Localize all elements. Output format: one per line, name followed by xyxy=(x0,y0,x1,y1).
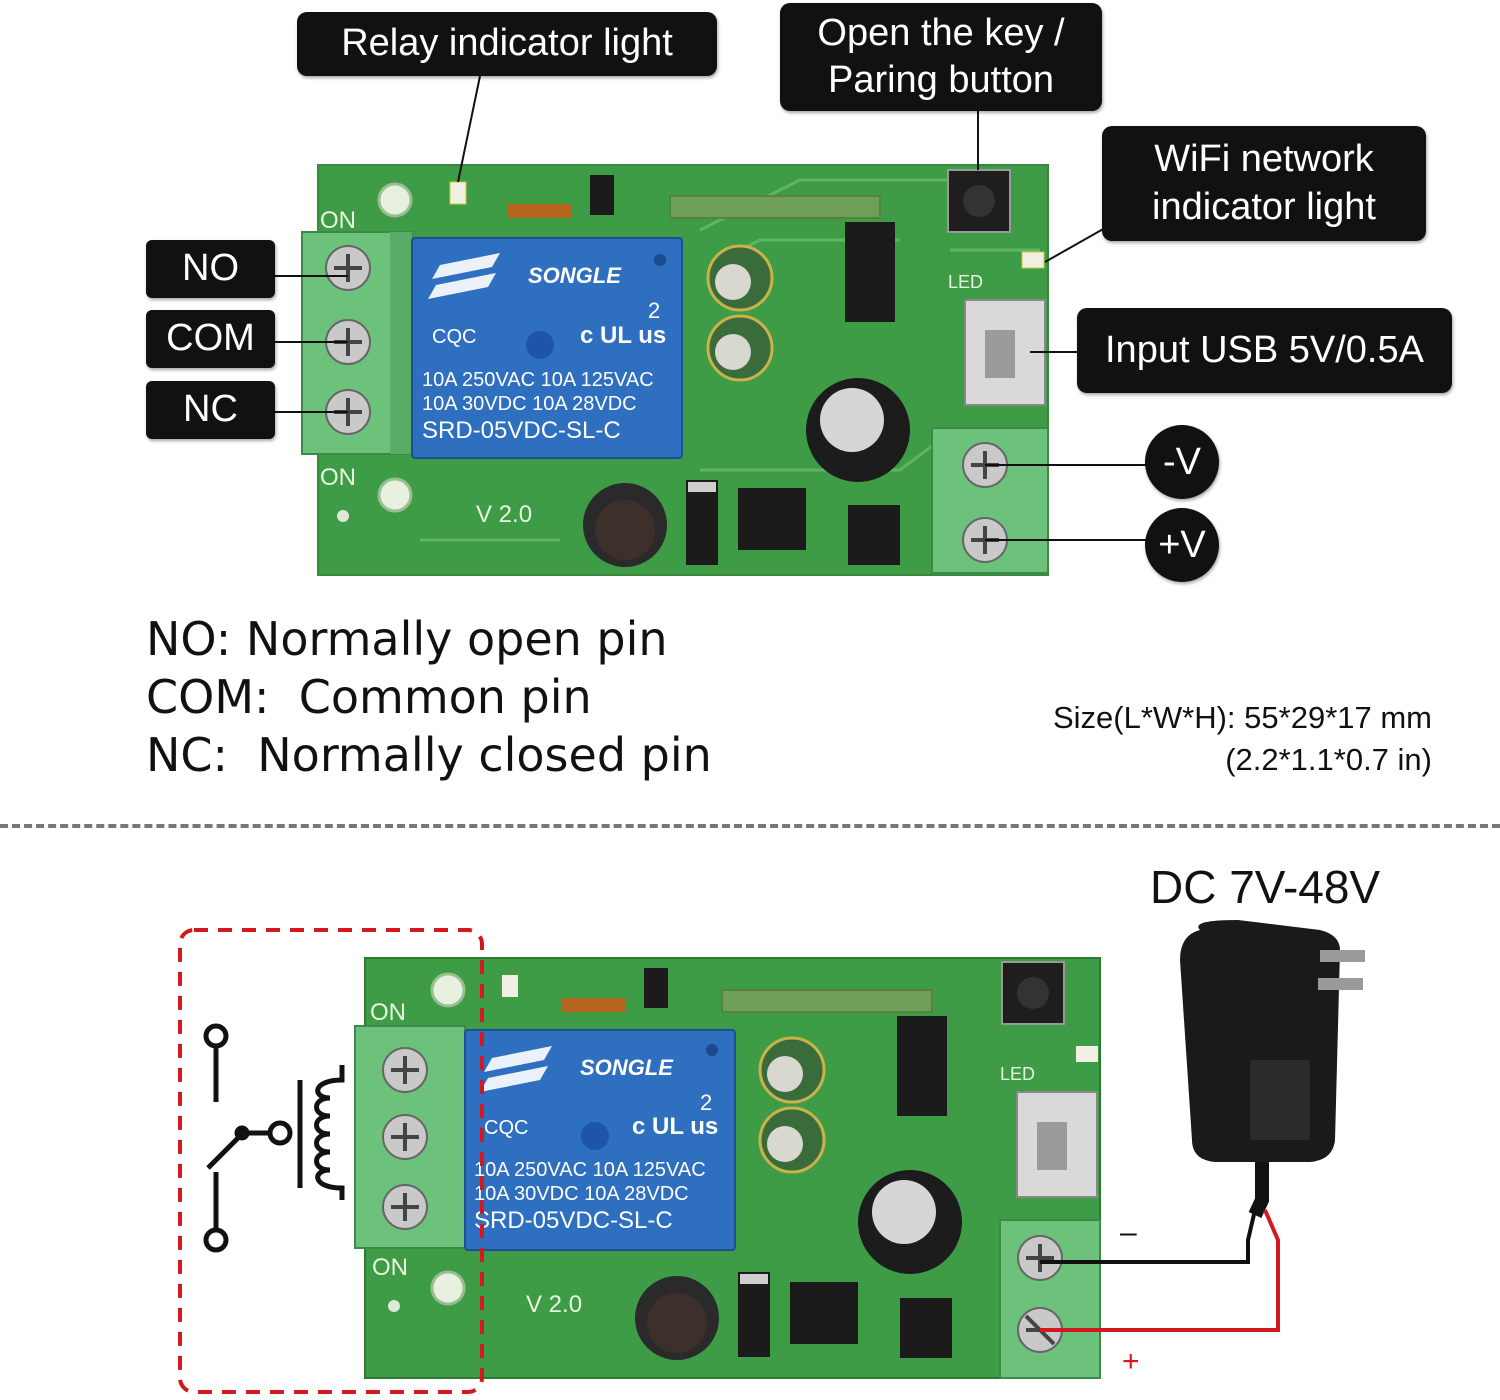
pairing-label-line1: Open the key / xyxy=(817,11,1065,54)
com-pin-tag: COM xyxy=(146,310,275,368)
screw-terminal xyxy=(382,1114,428,1160)
plus-v-badge: +V xyxy=(1145,508,1219,582)
relay-brand: SONGLE xyxy=(528,263,622,288)
negative-wire xyxy=(1040,1209,1257,1264)
no-pin-tag: NO xyxy=(146,240,275,298)
relay-cert-num: 2 xyxy=(648,298,660,323)
wifi-label-line1: WiFi network xyxy=(1154,138,1374,180)
relay-spec-2: 10A 30VDC 10A 28VDC xyxy=(422,393,637,415)
com-pin-label: COM xyxy=(166,317,255,360)
screw-terminal xyxy=(1017,1235,1063,1281)
mount-hole xyxy=(377,182,413,218)
legend-com: COM: Common pin xyxy=(146,670,592,724)
screw-terminal xyxy=(382,1184,428,1230)
relay-spec-2: 10A 30VDC 10A 28VDC xyxy=(474,1183,689,1205)
relay-cert-ul: c UL us xyxy=(580,322,666,349)
wifi-module xyxy=(669,195,881,219)
relay-spec-1: 10A 250VAC 10A 125VAC xyxy=(474,1159,706,1181)
relay-model: SRD-05VDC-SL-C xyxy=(474,1207,673,1234)
wifi-label-line2: indicator light xyxy=(1152,185,1376,228)
leader-line xyxy=(1044,227,1106,263)
relay-schematic-symbol xyxy=(203,1023,345,1253)
section-divider xyxy=(0,824,1500,828)
nc-pin-label: NC xyxy=(183,388,238,431)
led-label: LED xyxy=(948,272,983,292)
relay-led xyxy=(449,181,467,205)
ic-chip xyxy=(845,222,895,322)
plus-sign: + xyxy=(1122,1345,1140,1378)
capacitor xyxy=(706,244,774,312)
diode xyxy=(508,204,572,218)
usb-input-callout: Input USB 5V/0.5A xyxy=(1077,308,1452,393)
large-capacitor xyxy=(806,378,910,482)
screw-terminal xyxy=(382,1047,428,1093)
relay-brand: SONGLE xyxy=(580,1055,674,1080)
relay-board-top: ON ON V 2.0 SONGLE CQC c UL us 2 10A 250… xyxy=(275,75,1150,576)
ic-chip xyxy=(897,1016,947,1116)
minus-v-badge: -V xyxy=(1145,425,1219,499)
relay-cert-ul: c UL us xyxy=(632,1113,718,1140)
on-label: ON xyxy=(370,999,406,1026)
relay-schematic-frame xyxy=(178,928,484,1394)
pairing-button-callout: Open the key / Paring button xyxy=(780,3,1102,111)
capacitor xyxy=(758,1106,826,1174)
wifi-module xyxy=(721,989,933,1013)
pairing-button-body xyxy=(947,169,1011,233)
diode xyxy=(562,998,626,1012)
wiring-diagram: ON ON V 2.0 SONGLE CQC c UL us 2 10A 250… xyxy=(178,920,1365,1394)
size-dimensions-in: (2.2*1.1*0.7 in) xyxy=(1225,742,1432,777)
pairing-label-line2: Paring button xyxy=(827,59,1055,101)
pairing-button-body xyxy=(1001,961,1065,1025)
nc-pin-tag: NC xyxy=(146,381,275,439)
size-dimensions-mm: Size(L*W*H): 55*29*17 mm xyxy=(1052,700,1432,735)
led-label: LED xyxy=(1000,1064,1035,1084)
legend-nc: NC: Normally closed pin xyxy=(146,728,712,782)
version-label: V 2.0 xyxy=(526,1291,582,1318)
minus-v-label: -V xyxy=(1163,440,1201,483)
ic-chip xyxy=(738,488,806,550)
wifi-led xyxy=(1076,1046,1098,1062)
relay-indicator-callout: Relay indicator light xyxy=(297,12,717,76)
ic-chip xyxy=(848,505,900,565)
relay-cert-num: 2 xyxy=(700,1090,712,1115)
leader-line xyxy=(457,75,481,183)
diode xyxy=(738,1272,770,1357)
large-capacitor xyxy=(858,1170,962,1274)
positive-wire xyxy=(1040,1209,1280,1332)
diode xyxy=(686,480,718,565)
usb-input-label: Input USB 5V/0.5A xyxy=(1105,328,1424,371)
power-adapter xyxy=(1180,920,1365,1218)
version-label: V 2.0 xyxy=(476,501,532,528)
relay-cert-cqc: CQC xyxy=(432,326,476,348)
plus-v-label: +V xyxy=(1158,523,1206,566)
relay-cert-cqc: CQC xyxy=(484,1117,528,1139)
ic-chip xyxy=(790,1282,858,1344)
relay-indicator-label: Relay indicator light xyxy=(341,22,673,65)
minus-sign: – xyxy=(1120,1216,1137,1249)
relay-model: SRD-05VDC-SL-C xyxy=(422,417,621,444)
ic-chip xyxy=(900,1298,952,1358)
mount-hole xyxy=(377,477,413,513)
legend-no: NO: Normally open pin xyxy=(146,612,668,666)
dc-supply-label: DC 7V-48V xyxy=(1150,861,1381,913)
wifi-indicator-callout: WiFi network indicator light xyxy=(1102,126,1426,241)
mount-hole xyxy=(430,972,466,1008)
capacitor xyxy=(706,314,774,382)
capacitor xyxy=(758,1036,826,1104)
no-pin-label: NO xyxy=(182,247,239,290)
inductor xyxy=(583,483,667,567)
on-label: ON xyxy=(320,207,356,234)
inductor xyxy=(635,1276,719,1360)
mount-hole xyxy=(430,1270,466,1306)
wifi-led xyxy=(1021,251,1045,269)
on-label-bottom: ON xyxy=(372,1254,408,1281)
relay-led xyxy=(502,975,518,997)
screw-terminal xyxy=(325,245,371,291)
relay-spec-1: 10A 250VAC 10A 125VAC xyxy=(422,369,654,391)
on-label-bottom: ON xyxy=(320,464,356,491)
